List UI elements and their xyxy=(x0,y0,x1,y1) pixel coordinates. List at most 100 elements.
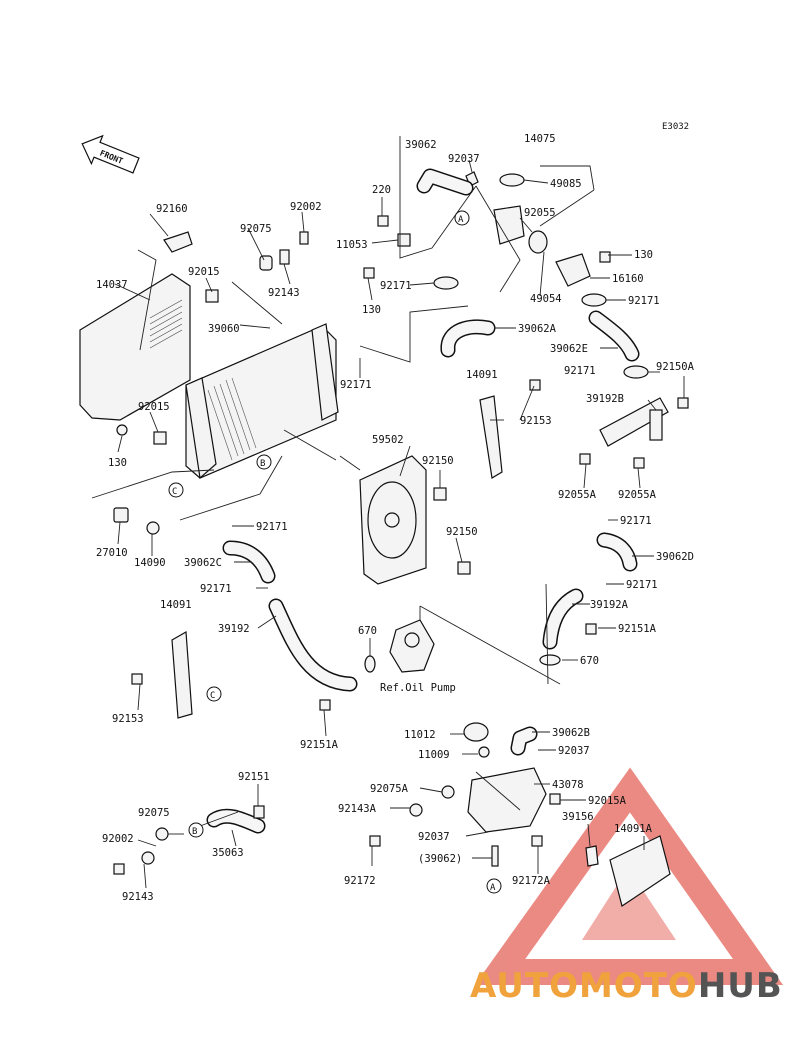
label-11009: 11009 xyxy=(418,749,450,761)
label-92153-low: 92153 xyxy=(112,713,144,725)
label-92150-b: 92150 xyxy=(446,526,478,538)
cooling-fan xyxy=(339,455,471,585)
label-92171-thermostat: 92171 xyxy=(380,280,412,292)
label-14037: 14037 xyxy=(96,279,128,291)
thermostat-housing xyxy=(363,171,611,307)
callout-c-mid: C xyxy=(172,487,177,497)
label-92075-top: 92075 xyxy=(240,223,272,235)
label-92172a: 92172A xyxy=(512,875,551,887)
label-92151: 92151 xyxy=(238,771,270,783)
label-14091-mid: 14091 xyxy=(466,369,498,381)
label-130-thermostat: 130 xyxy=(634,249,653,261)
label-49054: 49054 xyxy=(530,293,562,305)
label-92171-d: 92171 xyxy=(256,521,288,533)
fasteners-radiator xyxy=(113,231,309,535)
radiator-guard-cap xyxy=(163,231,193,253)
label-39062c: 39062C xyxy=(184,557,222,569)
label-35063: 35063 xyxy=(212,847,244,859)
label-43078: 43078 xyxy=(552,779,584,791)
label-92055a-1: 92055A xyxy=(558,489,597,501)
label-49085: 49085 xyxy=(550,178,582,190)
label-92143a: 92143A xyxy=(338,803,377,815)
label-92015-top: 92015 xyxy=(188,266,220,278)
label-92037-low: 92037 xyxy=(418,831,450,843)
label-27010: 27010 xyxy=(96,547,128,559)
label-14091a: 14091A xyxy=(614,823,653,835)
label-39060: 39060 xyxy=(208,323,240,335)
label-39062: 39062 xyxy=(405,139,437,151)
label-92002-low: 92002 xyxy=(102,833,134,845)
label-11053: 11053 xyxy=(336,239,368,251)
label-92143-top: 92143 xyxy=(268,287,300,299)
label-92171-c: 92171 xyxy=(628,295,660,307)
label-92151a-right: 92151A xyxy=(618,623,657,635)
label-92171-e: 92171 xyxy=(620,515,652,527)
watermark-brand-text: AUTOMOTOHUB xyxy=(470,966,783,1006)
label-39192b: 39192B xyxy=(586,393,624,405)
brand-text-hub: HUB xyxy=(697,966,783,1006)
label-92153-mid: 92153 xyxy=(520,415,552,427)
callout-b-mid: B xyxy=(260,459,265,469)
label-59502: 59502 xyxy=(372,434,404,446)
label-130-left: 130 xyxy=(108,457,127,469)
label-14075: 14075 xyxy=(524,133,556,145)
label-39062a: 39062A xyxy=(518,323,557,335)
label-16160: 16160 xyxy=(612,273,644,285)
callout-c-low: C xyxy=(210,691,215,701)
label-670-left: 670 xyxy=(358,625,377,637)
diagram-code: E3032 xyxy=(662,122,689,132)
reserve-tank xyxy=(369,722,671,907)
label-ref-oil-pump: Ref.Oil Pump xyxy=(380,682,456,694)
radiator-screen xyxy=(79,273,191,421)
label-92151a-low: 92151A xyxy=(300,739,339,751)
label-14090: 14090 xyxy=(134,557,166,569)
brand-text-automoto: AUTOMOTO xyxy=(470,966,698,1006)
label-39156: 39156 xyxy=(562,811,594,823)
label-11012: 11012 xyxy=(404,729,436,741)
label-92055: 92055 xyxy=(524,207,556,219)
label-670-right: 670 xyxy=(580,655,599,667)
label-39062b: 39062B xyxy=(552,727,590,739)
callouts: A B C C B A xyxy=(168,210,502,894)
label-92160: 92160 xyxy=(156,203,188,215)
coolant-hoses xyxy=(206,168,640,834)
label-92055a-2: 92055A xyxy=(618,489,657,501)
label-92171-rad: 92171 xyxy=(340,379,372,391)
callout-b-low: B xyxy=(192,827,197,837)
label-92171-f: 92171 xyxy=(200,583,232,595)
label-92037-mid: 92037 xyxy=(558,745,590,757)
water-pipe xyxy=(579,365,689,469)
label-39192a: 39192A xyxy=(590,599,629,611)
radiator-core xyxy=(185,323,339,480)
callout-a-top: A xyxy=(458,215,464,225)
label-92002-top: 92002 xyxy=(290,201,322,213)
part-number-labels: 39062 92037 14075 220 49085 92055 11053 … xyxy=(96,133,695,903)
callout-a-low: A xyxy=(490,883,496,893)
leader-lines xyxy=(114,159,685,889)
label-92037-top: 92037 xyxy=(448,153,480,165)
label-39062-paren: (39062) xyxy=(418,853,462,865)
label-92075-low: 92075 xyxy=(138,807,170,819)
label-92015a: 92015A xyxy=(588,795,627,807)
label-39062e: 39062E xyxy=(550,343,588,355)
label-92150a: 92150A xyxy=(656,361,695,373)
label-39192: 39192 xyxy=(218,623,250,635)
label-92075a: 92075A xyxy=(370,783,409,795)
group-outlines xyxy=(91,136,595,827)
label-39062d: 39062D xyxy=(656,551,694,563)
label-14091-low: 14091 xyxy=(160,599,192,611)
label-92143-low: 92143 xyxy=(122,891,154,903)
label-92171-pipe: 92171 xyxy=(564,365,596,377)
label-92150-a: 92150 xyxy=(422,455,454,467)
label-92171-g: 92171 xyxy=(626,579,658,591)
breather-pipe-hardware xyxy=(113,805,265,875)
label-92015-mid: 92015 xyxy=(138,401,170,413)
label-220: 220 xyxy=(372,184,391,196)
watermark-logo xyxy=(474,767,784,985)
label-92172: 92172 xyxy=(344,875,376,887)
label-130-b: 130 xyxy=(362,304,381,316)
brackets xyxy=(131,379,541,719)
front-direction-arrow: FRONT xyxy=(81,134,140,174)
